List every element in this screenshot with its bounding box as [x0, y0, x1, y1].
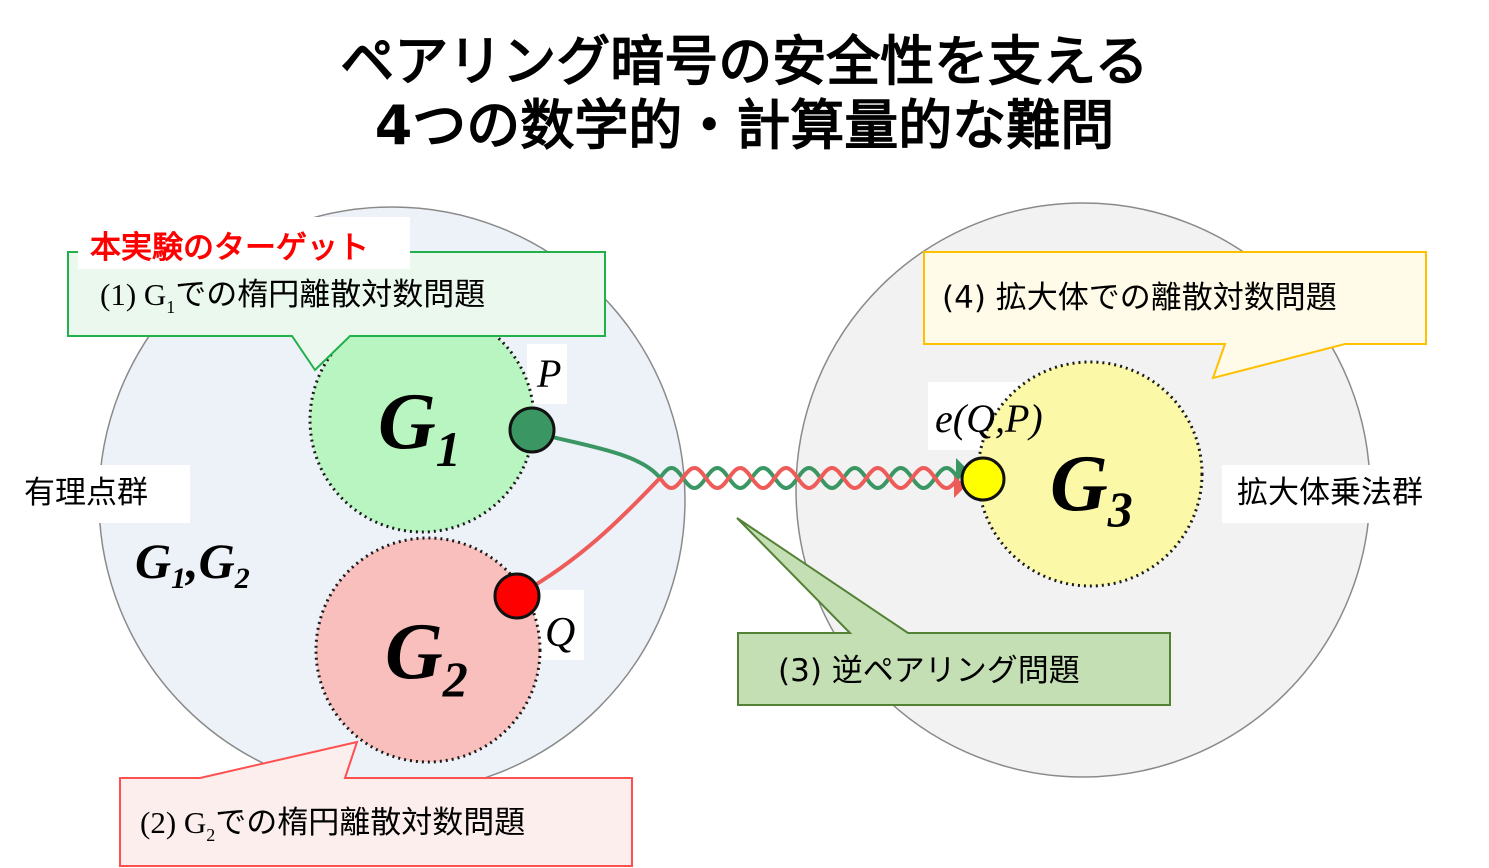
g1-label-sub: 1 — [436, 421, 461, 477]
q-link-line — [519, 476, 662, 596]
pairing-wave-green — [658, 465, 960, 491]
target-label: 本実験のターゲット — [90, 230, 369, 266]
point-q — [493, 572, 541, 620]
right-label-backing — [1222, 465, 1472, 523]
title-line-1: ペアリング暗号の安全性を支える — [340, 30, 1149, 93]
page-title: ペアリング暗号の安全性を支える 4つの数学的・計算量的な難問 — [0, 30, 1489, 158]
left-set-g2: G — [199, 533, 235, 589]
g3-label-main: G — [1050, 440, 1108, 528]
pairing-wave-red — [658, 465, 960, 491]
callout-3-box — [736, 517, 1171, 706]
callout-4-label: (4) 拡大体での離散対数問題 — [942, 280, 1337, 316]
title-line-2: 4つの数学的・計算量的な難問 — [374, 94, 1115, 157]
q-label-backing — [532, 590, 584, 660]
left-set-g1: G — [135, 533, 171, 589]
target-label-backing — [78, 217, 410, 269]
pairing-label: e(Q,P) — [935, 396, 1043, 441]
g2-label-main: G — [385, 608, 443, 696]
g1-label-main: G — [378, 378, 436, 466]
g3-label: G3 — [1050, 440, 1133, 537]
left-set-label: G1,G2 — [135, 533, 250, 595]
g2-label-sub: 2 — [442, 651, 468, 707]
p-label-backing — [527, 344, 567, 404]
g2-circle — [314, 536, 542, 764]
callout-2-sub: 2 — [206, 825, 215, 845]
g3-label-sub: 3 — [1107, 481, 1133, 537]
point-pairing — [960, 456, 1006, 502]
left-set-comma: , — [184, 533, 199, 589]
pairing-arrow-head-red — [954, 476, 966, 498]
callout-1-prefix: (1) G — [100, 277, 166, 312]
g1-label: G1 — [378, 378, 461, 477]
callout-4-text: (4) 拡大体での離散対数問題 — [942, 280, 1337, 316]
callout-1-box — [67, 251, 606, 372]
left-set-g1-sub: 1 — [171, 562, 186, 595]
callout-2-box — [119, 740, 633, 867]
callout-2-prefix: (2) G — [140, 805, 206, 840]
callout-1-sub: 1 — [166, 297, 175, 317]
callout-1-suffix: での楕円離散対数問題 — [175, 277, 485, 313]
left-label-backing — [12, 465, 190, 523]
callout-3-label: (3) 逆ペアリング問題 — [778, 653, 1080, 689]
left-set-g2-sub: 2 — [234, 562, 250, 595]
point-q-label: Q — [545, 610, 575, 656]
callout-1-text: (1) G1での楕円離散対数問題 — [100, 277, 485, 317]
callout-2-text: (2) G2での楕円離散対数問題 — [140, 805, 525, 845]
pairing-arrow-head-green — [956, 458, 968, 482]
left-group-label: 有理点群 — [24, 475, 148, 511]
callout-4-box — [923, 251, 1427, 380]
callout-2-suffix: での楕円離散対数問題 — [215, 805, 525, 841]
g3-circle — [976, 360, 1204, 588]
point-p-label: P — [536, 351, 561, 396]
callout-3-text: (3) 逆ペアリング問題 — [778, 653, 1080, 689]
right-group-label: 拡大体乗法群 — [1237, 475, 1423, 511]
point-p — [508, 406, 556, 454]
g2-label: G2 — [385, 608, 468, 707]
